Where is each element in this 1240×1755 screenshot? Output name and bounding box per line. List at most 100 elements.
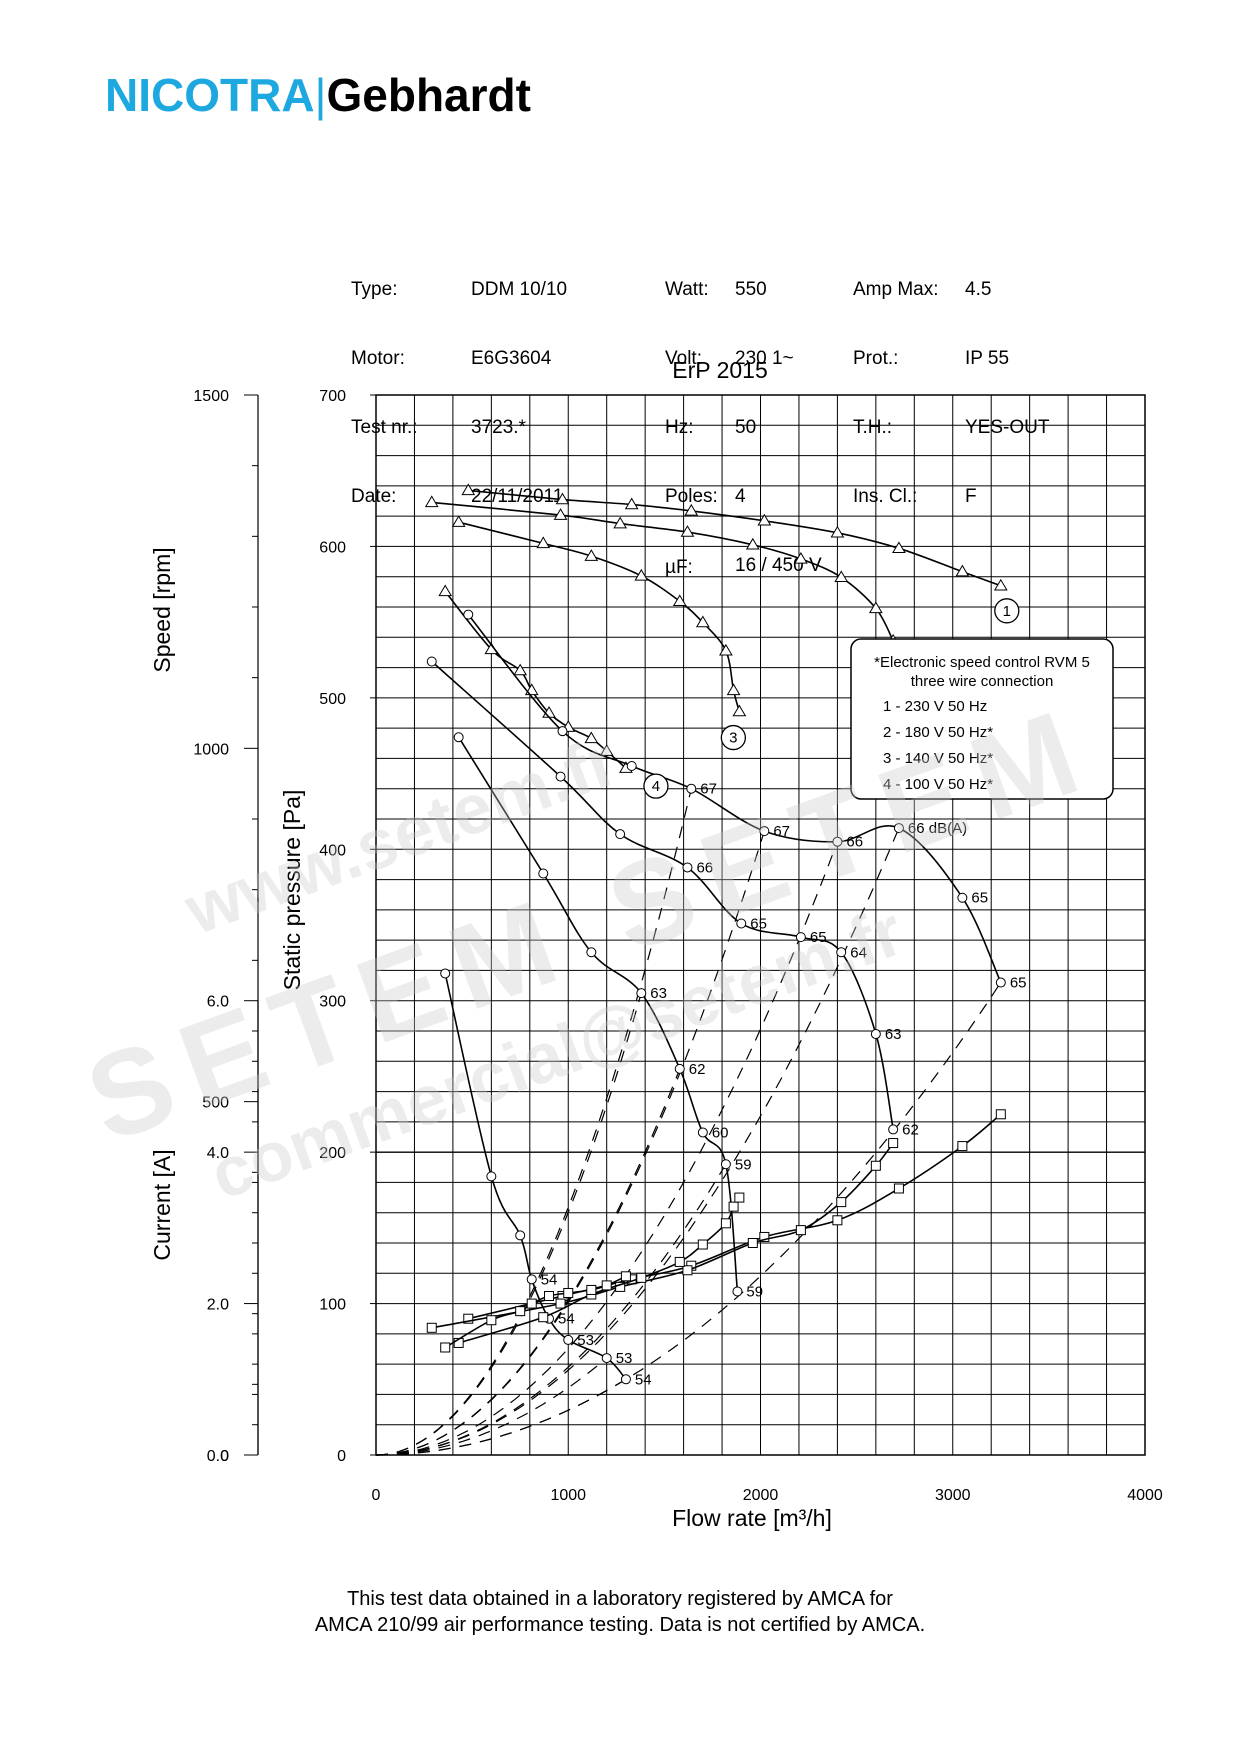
pressure-point-marker (555, 771, 566, 782)
y-tick-label: 0 (337, 1448, 346, 1465)
noise-level-label: 63 (885, 1026, 902, 1043)
legend-title: *Electronic speed control RVM 5 (874, 654, 1090, 671)
noise-level-label: 62 (902, 1121, 919, 1138)
pressure-point-marker (832, 836, 843, 847)
info-col1-values: DDM 10/10 E6G3604 3723.* 22/11/2011 (471, 232, 567, 531)
speed-tick-label: 500 (202, 1095, 229, 1112)
curve-number-label: 1 (1003, 603, 1011, 620)
speed-point-marker (757, 513, 772, 526)
current-tick-label: 2.0 (207, 1297, 229, 1314)
y-tick-label: 500 (319, 691, 346, 708)
current-point-marker (720, 1218, 731, 1229)
speed-point-marker (830, 525, 845, 538)
pressure-point-marker (586, 947, 597, 958)
speed-curve-2 (431, 501, 894, 642)
brand-part1: NICOTRA (105, 69, 315, 121)
y-tick-label: 300 (319, 994, 346, 1011)
noise-level-label: 54 (541, 1271, 558, 1288)
legend-item: 1 - 230 V 50 Hz (883, 698, 987, 715)
speed-point-marker (536, 536, 551, 549)
info-label: Prot.: (853, 348, 899, 369)
speed-point-marker (834, 570, 849, 583)
speed-point-marker (553, 508, 568, 520)
current-point-marker (620, 1271, 631, 1282)
current-point-marker (888, 1138, 899, 1149)
pressure-point-marker (453, 732, 464, 743)
pressure-point-marker (836, 947, 847, 958)
speed-point-marker (613, 516, 628, 529)
current-point-marker (526, 1298, 537, 1309)
pressure-point-marker (957, 892, 968, 903)
current-point-marker (747, 1238, 758, 1248)
speed-curve-4 (444, 590, 627, 769)
speed-point-marker (868, 601, 883, 614)
info-value: 50 (735, 417, 757, 438)
pressure-point-marker (538, 868, 549, 879)
pressure-curve-2 (431, 660, 894, 1130)
current-point-marker (563, 1287, 574, 1298)
speed-point-marker (793, 551, 808, 564)
speed-point-marker (955, 564, 970, 577)
current-point-marker (440, 1342, 451, 1353)
speed-point-marker (584, 731, 599, 744)
speed-tick-label: 0 (220, 1448, 229, 1465)
x-tick-label: 0 (372, 1487, 381, 1504)
pressure-point-marker (620, 1374, 631, 1385)
system-curve (375, 827, 900, 1456)
x-tick-label: 1000 (550, 1487, 586, 1504)
speed-point-marker (745, 537, 760, 550)
speed-point-marker (892, 541, 906, 554)
x-tick-label: 3000 (935, 1487, 971, 1504)
speed-point-marker (624, 497, 639, 510)
pressure-point-marker (720, 1159, 731, 1170)
pressure-point-marker (795, 932, 806, 943)
current-point-marker (682, 1265, 693, 1276)
info-value: 4 (735, 486, 746, 507)
system-curve (375, 1163, 727, 1456)
speed-point-marker (438, 584, 453, 597)
noise-level-label: 64 (850, 944, 867, 961)
current-point-marker (836, 1197, 847, 1208)
speed-point-marker (695, 615, 710, 628)
current-point-marker (515, 1306, 526, 1317)
curve-number-badge (994, 598, 1020, 624)
info-col2-labels: Watt: Volt: Hz: Poles: µF: (665, 232, 718, 602)
x-tick-label: 4000 (1127, 1487, 1163, 1504)
info-value: E6G3604 (471, 348, 552, 369)
brand-separator: | (314, 69, 327, 121)
speed-point-marker (680, 525, 695, 537)
current-point-marker (538, 1312, 549, 1323)
legend-item: 2 - 180 V 50 Hz* (883, 724, 993, 741)
current-point-marker (601, 1280, 612, 1291)
current-point-marker (674, 1256, 685, 1267)
speed-point-marker (726, 683, 741, 696)
info-label: Amp Max: (853, 279, 939, 300)
info-label: Type: (351, 279, 398, 300)
legend-subtitle: three wire connection (911, 673, 1054, 690)
pressure-curve-3 (458, 736, 739, 1292)
speed-point-marker (524, 683, 539, 696)
speed-tick-label: 1000 (193, 741, 229, 758)
pressure-point-marker (686, 783, 697, 794)
pressure-point-marker (888, 1124, 899, 1135)
speed-axis-label: Speed [rpm] (149, 547, 175, 672)
speed-point-marker (555, 492, 570, 505)
y-tick-label: 100 (319, 1297, 346, 1314)
speed-tick-label: 1500 (193, 388, 229, 405)
pressure-point-marker (995, 977, 1006, 988)
info-value: F (965, 486, 977, 507)
curve-number-label: 4 (652, 778, 660, 795)
current-point-marker (697, 1239, 708, 1250)
current-point-marker (995, 1109, 1006, 1120)
info-col3-values: 4.5 IP 55 YES-OUT F (965, 232, 1049, 531)
info-col1-labels: Type: Motor: Test nr.: Date: (351, 232, 418, 531)
current-curve-2 (431, 1142, 894, 1329)
current-point-marker (870, 1160, 881, 1171)
info-label: Poles: (665, 486, 718, 507)
system-curve (375, 1068, 681, 1456)
speed-point-marker (584, 549, 599, 561)
pressure-point-marker (615, 829, 626, 840)
speed-point-marker (424, 495, 439, 508)
info-label: T.H.: (853, 417, 893, 438)
info-value: 550 (735, 279, 767, 300)
